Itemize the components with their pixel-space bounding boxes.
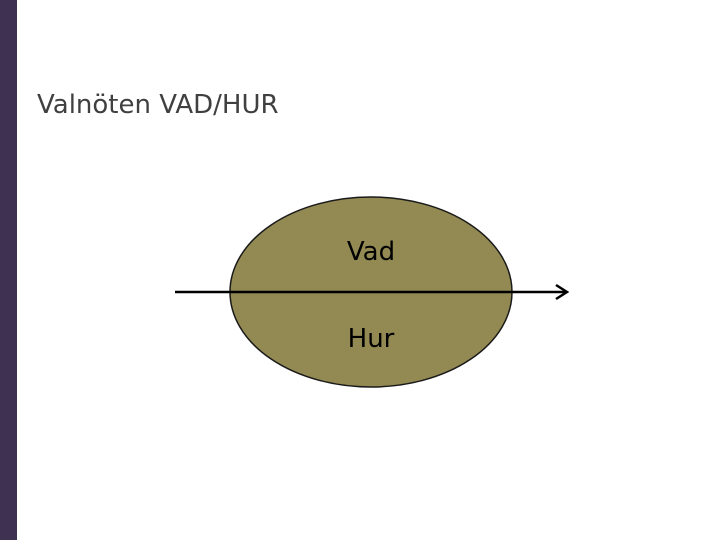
vad-label: Vad bbox=[347, 237, 395, 267]
hur-label: Hur bbox=[348, 324, 395, 354]
accent-sidebar bbox=[0, 0, 17, 540]
slide-title: Valnöten VAD/HUR bbox=[37, 90, 279, 120]
arrow-head-icon bbox=[555, 283, 570, 301]
